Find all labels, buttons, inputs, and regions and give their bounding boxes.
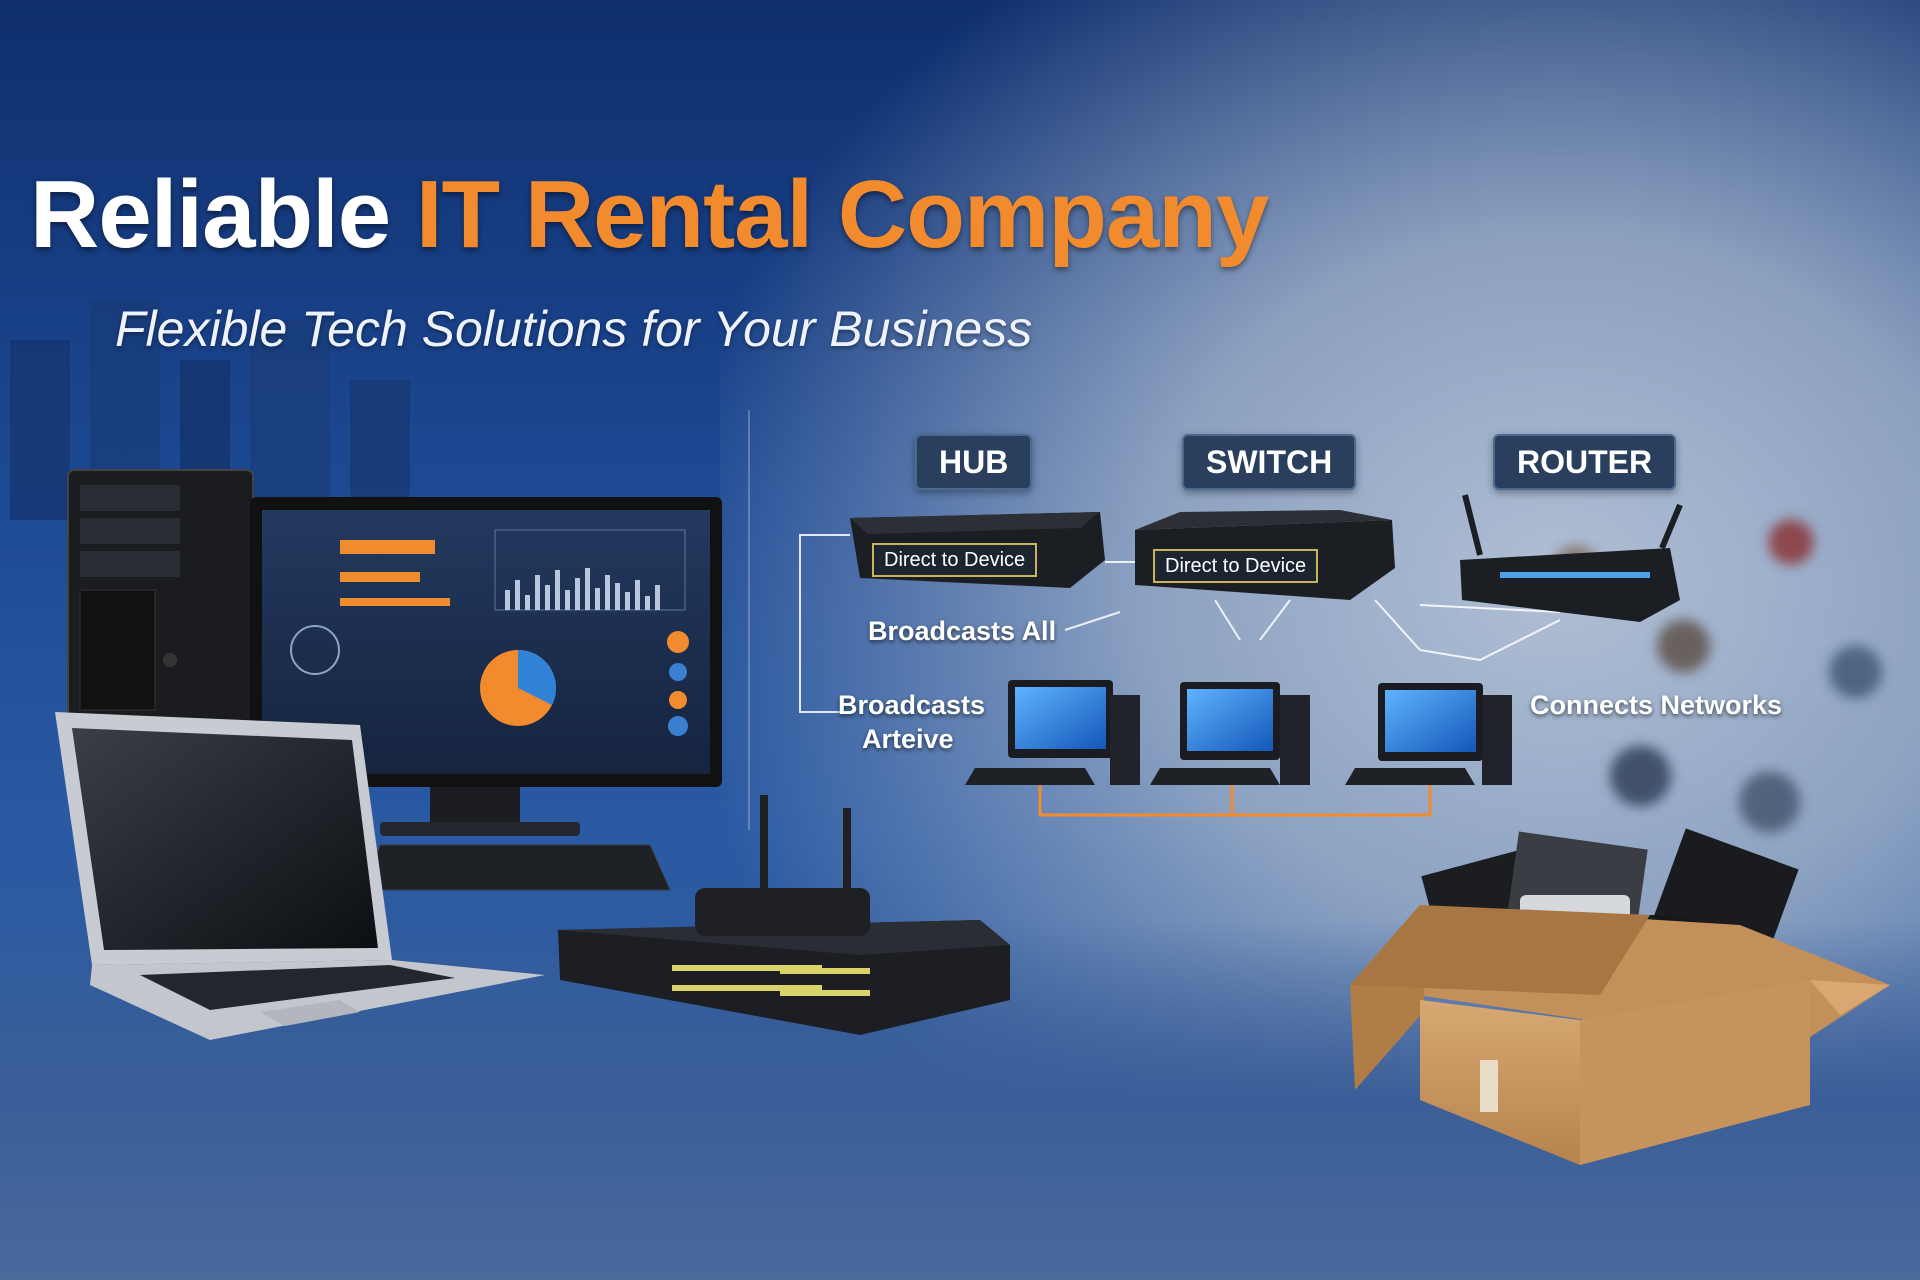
cardboard-box [1350, 828, 1890, 1165]
title-part-white: Reliable [30, 161, 391, 268]
hub-box-text: Direct to Device [872, 543, 1038, 577]
client-pc-3 [1345, 683, 1512, 785]
client-pc-2 [1150, 682, 1310, 785]
broadcasts-text: Broadcasts [838, 690, 986, 720]
wifi-router-device [695, 795, 870, 936]
keyboard [364, 844, 671, 891]
desktop-monitor [250, 497, 722, 836]
hub-label: HUB [915, 434, 1033, 490]
switch-label: SWITCH [1182, 434, 1357, 490]
laptop [55, 712, 545, 1040]
hero-title: Reliable IT Rental Company [30, 160, 1269, 270]
desktop-tower [67, 469, 254, 741]
hero-subtitle: Flexible Tech Solutions for Your Busines… [115, 301, 1033, 357]
broadcasts-all-text: Broadcasts All [868, 616, 1057, 646]
connects-networks-text: Connects Networks [1530, 690, 1783, 720]
arteive-text: Arteive [862, 724, 954, 754]
client-pc-1 [965, 680, 1140, 785]
network-switch-device [558, 920, 1010, 1035]
divider-line [748, 410, 750, 830]
title-part-orange: IT Rental Company [415, 161, 1269, 268]
switch-box-text: Direct to Device [1153, 549, 1319, 583]
router-label: ROUTER [1493, 434, 1677, 490]
router-device [1460, 494, 1683, 622]
